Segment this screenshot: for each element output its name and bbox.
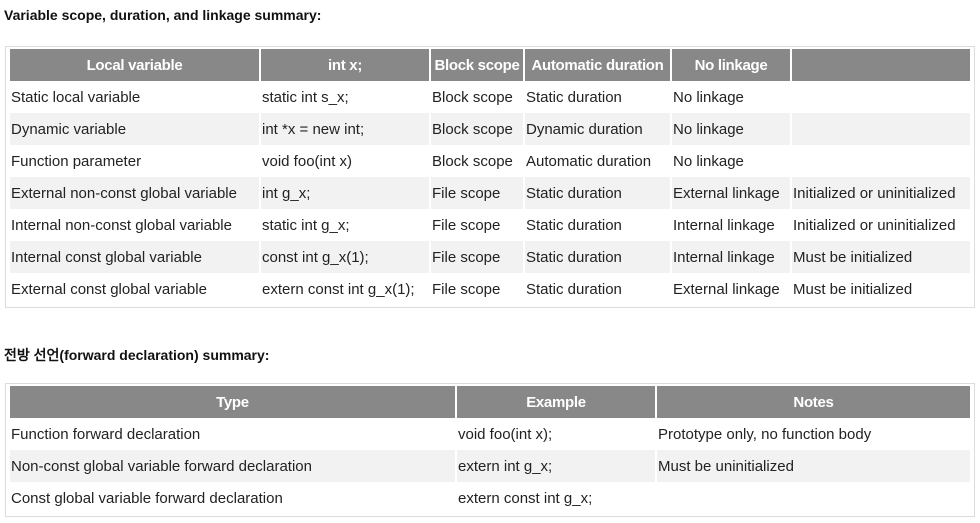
section-heading-scope: Variable scope, duration, and linkage su… (4, 7, 322, 23)
table-cell: static int g_x; (261, 209, 429, 241)
table-cell: Static local variable (10, 81, 259, 113)
table-cell: External const global variable (10, 273, 259, 305)
column-header (792, 49, 970, 81)
table-cell: extern int g_x; (457, 450, 655, 482)
table-cell: Dynamic variable (10, 113, 259, 145)
table-cell: File scope (431, 273, 523, 305)
table-cell: Prototype only, no function body (657, 418, 970, 450)
table-cell: Non-const global variable forward declar… (10, 450, 455, 482)
table-row: Internal const global variable const int… (10, 241, 970, 273)
table-cell: extern const int g_x(1); (261, 273, 429, 305)
table-cell: const int g_x(1); (261, 241, 429, 273)
table-row: Internal non-const global variable stati… (10, 209, 970, 241)
table-row: Non-const global variable forward declar… (10, 450, 970, 482)
table-cell: int *x = new int; (261, 113, 429, 145)
table-cell: Static duration (525, 209, 670, 241)
table-cell: External linkage (672, 273, 790, 305)
table-cell: No linkage (672, 81, 790, 113)
column-header: Block scope (431, 49, 523, 81)
column-header: Automatic duration (525, 49, 670, 81)
table-cell: Static duration (525, 81, 670, 113)
table-cell (657, 482, 970, 514)
section-heading-forward-declaration: 전방 선언(forward declaration) summary: (4, 347, 270, 363)
table-cell: Function parameter (10, 145, 259, 177)
table-cell: File scope (431, 209, 523, 241)
table-cell: Dynamic duration (525, 113, 670, 145)
table-row: Const global variable forward declaratio… (10, 482, 970, 514)
table-cell: Const global variable forward declaratio… (10, 482, 455, 514)
table-cell: Internal const global variable (10, 241, 259, 273)
table-row: Static local variable static int s_x; Bl… (10, 81, 970, 113)
table-cell: No linkage (672, 113, 790, 145)
table-cell: extern const int g_x; (457, 482, 655, 514)
table-row: Function parameter void foo(int x) Block… (10, 145, 970, 177)
table-cell: Function forward declaration (10, 418, 455, 450)
table-cell (792, 145, 970, 177)
scope-summary-table-container: Local variable int x; Block scope Automa… (5, 46, 975, 308)
table-cell: static int s_x; (261, 81, 429, 113)
forward-declaration-table-container: Type Example Notes Function forward decl… (5, 383, 975, 517)
table-cell: Initialized or uninitialized (792, 177, 970, 209)
table-cell: File scope (431, 177, 523, 209)
table-cell (792, 81, 970, 113)
table-cell: Must be uninitialized (657, 450, 970, 482)
table-row: External non-const global variable int g… (10, 177, 970, 209)
table-cell: Internal linkage (672, 241, 790, 273)
column-header: No linkage (672, 49, 790, 81)
table-header-row: Local variable int x; Block scope Automa… (10, 49, 970, 81)
table-cell: Block scope (431, 81, 523, 113)
table-row: Dynamic variable int *x = new int; Block… (10, 113, 970, 145)
table-cell: Must be initialized (792, 273, 970, 305)
table-cell: Block scope (431, 145, 523, 177)
table-cell: File scope (431, 241, 523, 273)
table-cell: External linkage (672, 177, 790, 209)
table-cell: Initialized or uninitialized (792, 209, 970, 241)
scope-summary-table: Local variable int x; Block scope Automa… (8, 49, 972, 305)
table-cell: Must be initialized (792, 241, 970, 273)
table-cell (792, 113, 970, 145)
table-cell: Internal linkage (672, 209, 790, 241)
table-cell: void foo(int x) (261, 145, 429, 177)
table-cell: Static duration (525, 177, 670, 209)
table-cell: External non-const global variable (10, 177, 259, 209)
table-cell: Static duration (525, 241, 670, 273)
table-cell: No linkage (672, 145, 790, 177)
column-header: Type (10, 386, 455, 418)
table-cell: int g_x; (261, 177, 429, 209)
column-header: Example (457, 386, 655, 418)
column-header: Local variable (10, 49, 259, 81)
table-row: External const global variable extern co… (10, 273, 970, 305)
column-header: Notes (657, 386, 970, 418)
table-cell: Static duration (525, 273, 670, 305)
forward-declaration-table: Type Example Notes Function forward decl… (8, 386, 972, 514)
column-header: int x; (261, 49, 429, 81)
table-cell: Block scope (431, 113, 523, 145)
table-cell: Automatic duration (525, 145, 670, 177)
table-cell: Internal non-const global variable (10, 209, 259, 241)
table-cell: void foo(int x); (457, 418, 655, 450)
table-header-row: Type Example Notes (10, 386, 970, 418)
table-row: Function forward declaration void foo(in… (10, 418, 970, 450)
